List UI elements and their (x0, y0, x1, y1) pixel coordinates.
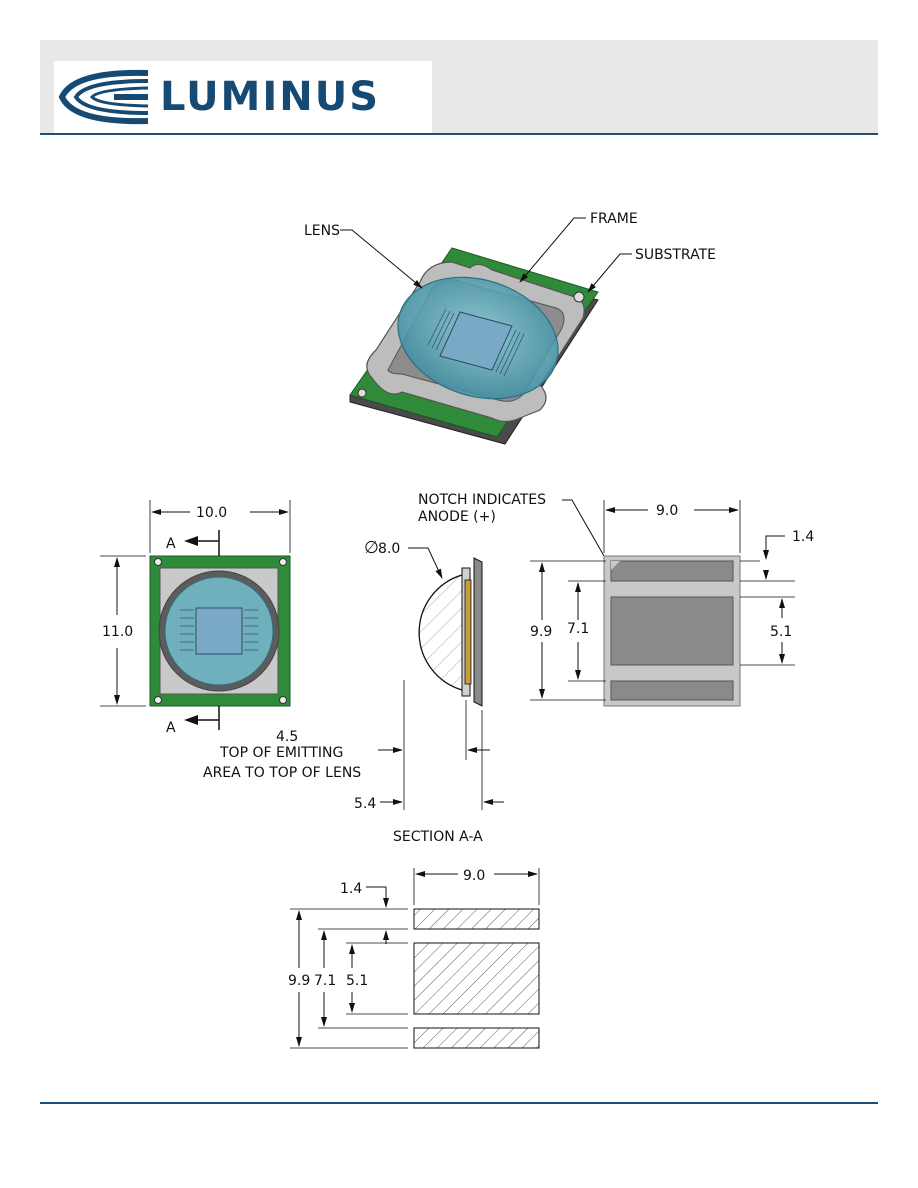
logo-box (54, 61, 432, 134)
notch-note-line1: NOTCH INDICATES (418, 492, 546, 508)
section-marker-top: A (166, 536, 176, 552)
lens-diameter-dim: 8.0 (378, 541, 400, 557)
pads-gap-dim: 1.4 (792, 529, 814, 545)
pads-center-dim: 5.1 (770, 624, 792, 640)
front-height-dim: 11.0 (102, 624, 133, 640)
front-view (100, 500, 291, 730)
footprint-gap-dim: 1.4 (340, 881, 362, 897)
label-frame: FRAME (590, 211, 638, 227)
section-view (378, 499, 613, 810)
brand-logo-text: LUMINUS (160, 74, 380, 120)
notch-note-line2: ANODE (+) (418, 509, 496, 525)
isometric-view (340, 217, 632, 445)
logo-swoosh-icon (58, 69, 149, 125)
diameter-symbol: ∅ (364, 538, 379, 558)
footprint-span-dim: 7.1 (314, 973, 336, 989)
footprint-overall-dim: 9.9 (288, 973, 310, 989)
overall-height-dim: 5.4 (354, 796, 376, 812)
pads-width-dim: 9.0 (656, 503, 678, 519)
footer-rule (40, 1102, 878, 1104)
top-dim-note-line1: TOP OF EMITTING (219, 745, 343, 761)
label-lens: LENS (304, 223, 340, 239)
pads-span-dim: 7.1 (567, 621, 589, 637)
pads-overall-dim: 9.9 (530, 624, 552, 640)
section-title: SECTION A-A (393, 829, 483, 845)
top-dim-note-line2: AREA TO TOP OF LENS (203, 765, 361, 781)
footprint-width-dim: 9.0 (463, 868, 485, 884)
bottom-pads-view (530, 500, 795, 707)
front-width-dim: 10.0 (196, 505, 227, 521)
header-rule (40, 133, 878, 135)
footprint-view (290, 868, 540, 1049)
emitter-die (439, 311, 513, 371)
top-dim-value: 4.5 (276, 729, 298, 745)
footprint-center-dim: 5.1 (346, 973, 368, 989)
section-marker-bottom: A (166, 720, 176, 736)
label-substrate: SUBSTRATE (635, 247, 716, 263)
